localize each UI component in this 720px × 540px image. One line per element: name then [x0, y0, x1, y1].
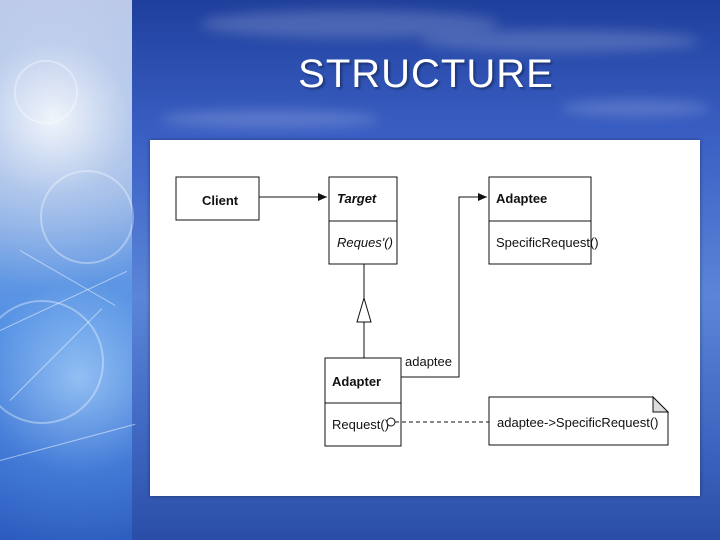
slide-title: STRUCTURE	[298, 52, 554, 96]
decorative-ring	[14, 60, 78, 124]
adapter-to-adaptee-association	[401, 193, 487, 378]
adapter-to-target-generalization	[356, 264, 372, 358]
background-cloud	[420, 30, 700, 52]
uml-diagram-canvas: Client Target Reques'() Adaptee Specific…	[175, 176, 670, 447]
inheritance-triangle-icon	[356, 296, 372, 323]
adaptee-class-name: Adaptee	[496, 191, 547, 206]
target-class-name: Target	[337, 191, 377, 206]
adapter-class: Adapter Request()	[324, 357, 402, 447]
adaptee-operation: SpecificRequest()	[496, 235, 599, 250]
background-cloud	[560, 100, 710, 116]
client-class-name: Client	[202, 193, 239, 208]
background-cloud	[160, 110, 380, 128]
uml-diagram: Client Target Reques'() Adaptee Specific…	[150, 140, 700, 496]
target-class: Target Reques'()	[328, 176, 398, 265]
decorative-ray	[0, 423, 136, 461]
background-cloud	[200, 10, 500, 38]
association-label: adaptee	[405, 354, 452, 369]
decorative-ring	[0, 300, 104, 424]
adapter-operation: Request()	[332, 417, 389, 432]
client-class: Client	[175, 176, 260, 221]
target-operation: Reques'()	[337, 235, 393, 250]
note-anchor-icon	[386, 417, 396, 427]
decorative-side-image	[0, 0, 136, 540]
note-box: adaptee->SpecificRequest()	[488, 395, 670, 446]
adaptee-class: Adaptee SpecificRequest()	[488, 176, 599, 265]
adapter-to-note-link	[386, 417, 489, 427]
decorative-ring	[40, 170, 134, 264]
adapter-class-name: Adapter	[332, 374, 381, 389]
note-text: adaptee->SpecificRequest()	[497, 415, 659, 430]
